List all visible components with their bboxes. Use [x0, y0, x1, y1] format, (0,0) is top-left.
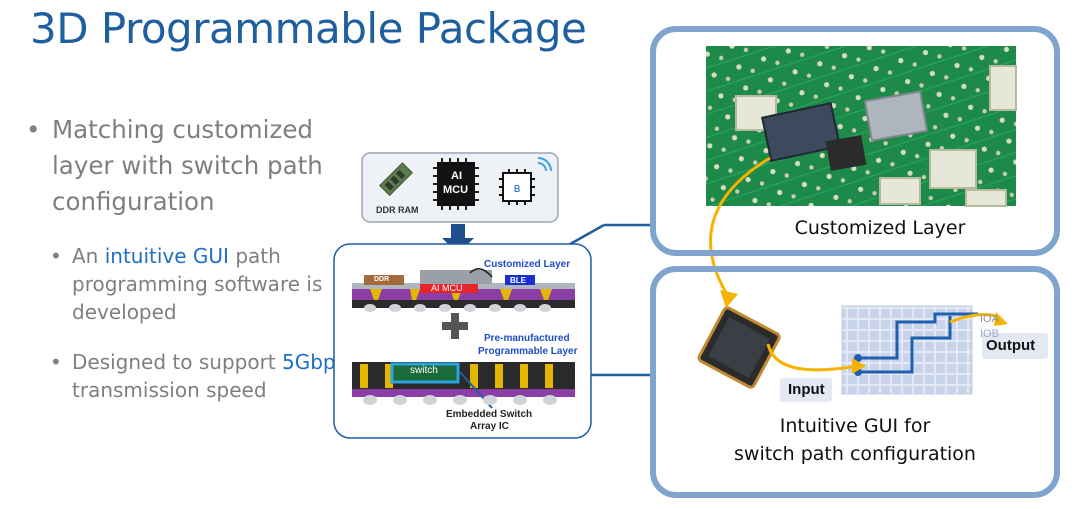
output-label: Output [986, 337, 1036, 354]
customized-layer-board [352, 268, 575, 312]
chip-photo [697, 306, 781, 389]
ai-mcu-chip-label-2: MCU [443, 184, 469, 196]
bullet-gui-suffix: path programming software is developed [72, 244, 323, 324]
premanufactured-label-1: Pre-manufactured [484, 333, 570, 344]
ddr-ram-icon [379, 162, 413, 197]
page-title: 3D Programmable Package [30, 4, 587, 53]
iob-label: IOB [980, 328, 999, 340]
pcb-chip-small [825, 135, 867, 171]
premanufactured-label-2: Programmable Layer [478, 346, 578, 357]
bullet-gui-prefix: An [72, 244, 105, 268]
switch-ic [390, 362, 460, 384]
customized-layer-label: Customized Layer [484, 259, 571, 270]
bullet-gui-highlight: intuitive GUI [104, 244, 229, 268]
ble-label: BLE [510, 276, 526, 285]
gui-caption-line1: Intuitive GUI for [779, 415, 931, 437]
embedded-switch-label-2: Array IC [470, 421, 509, 432]
output-label-bg [982, 333, 1048, 359]
pcb-photo [706, 46, 1017, 207]
bullet-gui: An intuitive GUI path programming softwa… [50, 242, 372, 326]
ai-mcu-block [420, 283, 478, 293]
switch-label: switch [410, 365, 438, 376]
ble-block [505, 275, 535, 285]
pcb-chip-large [761, 102, 841, 162]
down-arrow-icon [442, 224, 474, 254]
panel-customized-layer [650, 26, 1060, 256]
bullet-speed-suffix: transmission speed [72, 378, 267, 402]
bullet-speed-prefix: Designed to support [72, 350, 282, 374]
ble-chip-icon: ʙ [499, 157, 552, 205]
svg-text:ʙ: ʙ [514, 181, 521, 195]
input-label: Input [788, 381, 825, 398]
bullet-speed: Designed to support 5Gbps+ transmission … [50, 348, 372, 404]
bullet-list: Matching customized layer with switch pa… [26, 112, 363, 404]
ai-mcu-chip-label-1: AI [451, 170, 462, 182]
embedded-switch-label-1: Embedded Switch [446, 409, 533, 420]
programmable-layer-board [352, 362, 575, 409]
panel-intuitive-gui [650, 266, 1060, 498]
plus-icon [442, 313, 468, 339]
pcb-chip-metal [863, 90, 929, 142]
gui-caption-line2: switch path configuration [734, 443, 976, 465]
ioa-label: IOA [980, 313, 999, 325]
customized-layer-caption: Customized Layer [794, 217, 966, 239]
ddr-ram-label: DDR RAM [376, 205, 419, 215]
input-label-bg [780, 378, 832, 402]
ai-mcu-label: AI MCU [431, 283, 463, 293]
ai-mcu-chip-icon [433, 158, 479, 210]
ddr-label: DDR [374, 276, 390, 283]
bullet-main: Matching customized layer with switch pa… [26, 112, 346, 220]
ddr-block [364, 275, 404, 285]
